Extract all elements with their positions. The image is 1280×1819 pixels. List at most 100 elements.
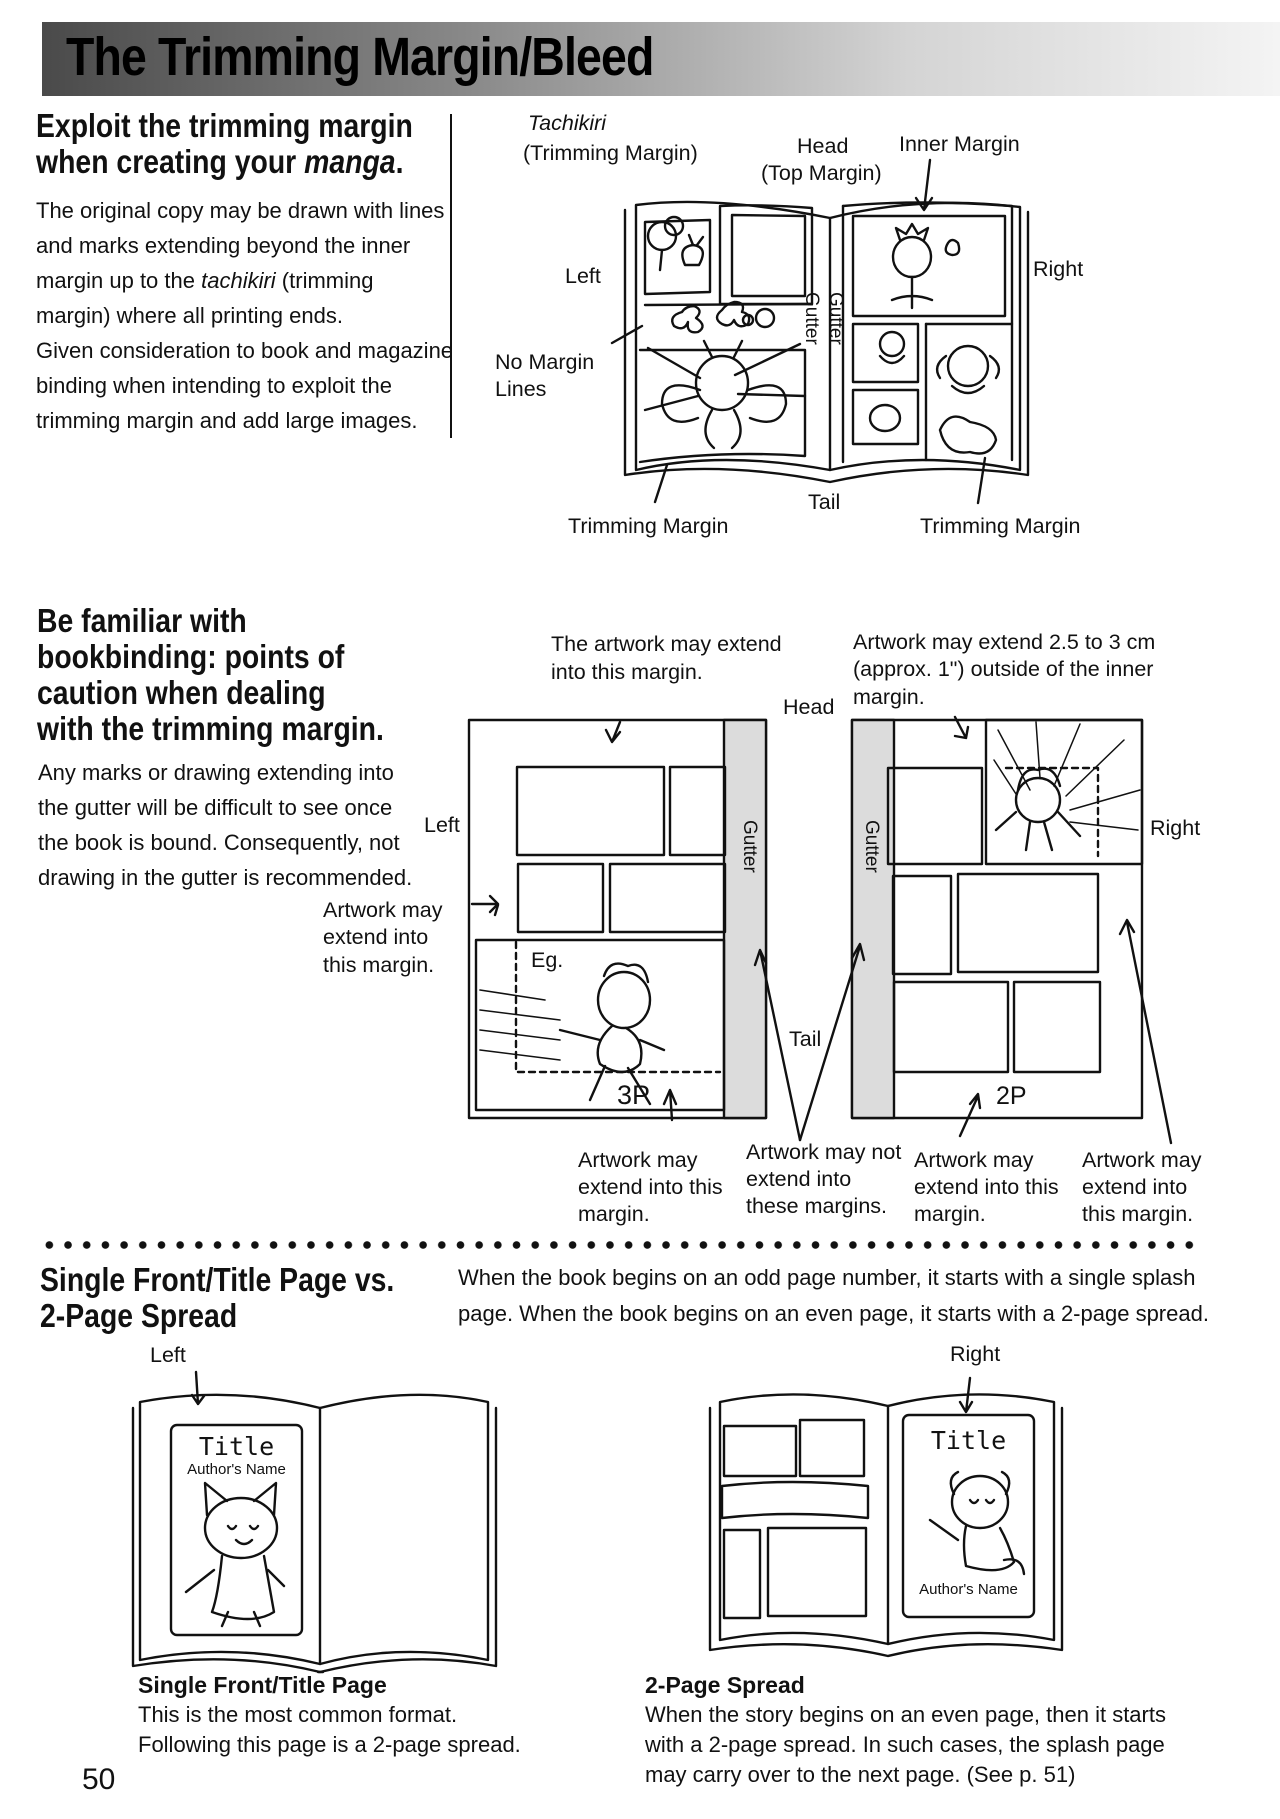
note-line: extend into this xyxy=(578,1175,723,1199)
gutter-label-right: Gutter xyxy=(825,292,846,345)
page-3p-diagram xyxy=(467,718,768,1122)
single-title-book xyxy=(131,1370,498,1674)
label-left: Left xyxy=(150,1343,186,1367)
body-line: the book is bound. Consequently, not xyxy=(38,830,400,855)
intro-line: page. When the book begins on an even pa… xyxy=(458,1301,1209,1326)
label-artwork-extend-1: The artwork may extend xyxy=(551,632,782,656)
label-right: Right xyxy=(1150,816,1201,840)
heading-line: caution when dealing xyxy=(37,674,326,711)
section3-heading: Single Front/Title Page vs. 2-Page Sprea… xyxy=(40,1262,452,1334)
body-line: margin) where all printing ends. xyxy=(36,298,453,333)
label-outer-extend-2: (approx. 1") outside of the inner xyxy=(853,657,1154,681)
body-line: and marks extending beyond the inner xyxy=(36,228,453,263)
caption-line: Following this page is a 2-page spread. xyxy=(138,1732,521,1757)
text: trimming margin and add large images. xyxy=(36,408,418,433)
section1-heading: Exploit the trimming margin when creatin… xyxy=(36,108,474,180)
bottom-note-1: Artwork may extend into this margin. xyxy=(578,1147,723,1228)
note-line: extend into xyxy=(746,1167,852,1191)
gutter-label-2p: Gutter xyxy=(861,820,882,873)
note-line: margin. xyxy=(914,1202,986,1226)
two-page-spread-book xyxy=(708,1376,1064,1658)
label-trimming-margin-left: Trimming Margin xyxy=(568,514,729,538)
text: binding when intending to exploit the xyxy=(36,373,392,398)
body-line: Any marks or drawing extending into xyxy=(38,760,394,785)
section1-heading-line2: when creating your manga. xyxy=(36,144,413,180)
label-eg: Eg. xyxy=(531,948,564,972)
gutter-label-left: Gutter xyxy=(801,292,822,345)
label-artwork-extend-2: into this margin. xyxy=(551,660,703,684)
label-trimming-margin-paren: (Trimming Margin) xyxy=(523,141,698,165)
caption-title: 2-Page Spread xyxy=(645,1672,805,1698)
heading-line: 2-Page Spread xyxy=(40,1297,238,1334)
book1-title: Title xyxy=(198,1432,275,1461)
label-inner-margin: Inner Margin xyxy=(899,132,1020,156)
note-line: margin. xyxy=(578,1202,650,1226)
open-book-diagram-1 xyxy=(610,158,1030,505)
note-line: Artwork may xyxy=(578,1148,698,1172)
label-tail: Tail xyxy=(808,490,841,514)
bottom-note-2: Artwork may not extend into these margin… xyxy=(746,1139,901,1220)
book1-author: Author's Name xyxy=(187,1461,286,1478)
bottom-note-3: Artwork may extend into this margin. xyxy=(914,1147,1059,1228)
section1-divider xyxy=(450,114,452,438)
heading-text: . xyxy=(395,143,404,180)
caption-line: This is the most common format. xyxy=(138,1702,458,1727)
heading-line: with the trimming margin. xyxy=(37,710,384,747)
heading-line: Be familiar with xyxy=(37,602,247,639)
heading-emphasis: manga xyxy=(304,143,396,180)
heading-line: Single Front/Title Page vs. xyxy=(40,1261,395,1298)
label-right: Right xyxy=(1033,257,1084,281)
dotted-divider xyxy=(40,1240,1195,1250)
note-line: these margins. xyxy=(746,1194,888,1218)
text: margin up to the xyxy=(36,268,202,293)
note-line: Artwork may xyxy=(1082,1148,1202,1172)
section1-heading-line1: Exploit the trimming margin xyxy=(36,107,413,144)
label-outer-extend-3: margin. xyxy=(853,685,925,709)
section1-body: The original copy may be drawn with line… xyxy=(36,193,453,438)
text: Given consideration to book and magazine xyxy=(36,338,454,363)
bottom-note-4: Artwork may extend into this margin. xyxy=(1082,1147,1201,1228)
section2-heading: Be familiar with bookbinding: points of … xyxy=(37,603,440,747)
label-tail: Tail xyxy=(789,1027,822,1051)
caption-two-page-spread: 2-Page Spread When the story begins on a… xyxy=(645,1670,1166,1790)
body-line: trimming margin and add large images. xyxy=(36,403,453,438)
label-head: Head xyxy=(783,695,835,719)
caption-line: with a 2-page spread. In such cases, the… xyxy=(645,1732,1165,1757)
body-line: the gutter will be difficult to see once xyxy=(38,795,393,820)
heading-text: when creating your xyxy=(36,143,305,180)
book2-author: Author's Name xyxy=(919,1581,1018,1598)
label-tachikiri: Tachikiri xyxy=(528,111,607,135)
caption-line: may carry over to the next page. (See p.… xyxy=(645,1762,1076,1787)
label-page-2p: 2P xyxy=(996,1082,1027,1110)
body-line: binding when intending to exploit the xyxy=(36,368,453,403)
book2-title: Title xyxy=(930,1426,1007,1455)
body-line: The original copy may be drawn with line… xyxy=(36,193,453,228)
note-line: this margin. xyxy=(1082,1202,1194,1226)
label-left: Left xyxy=(565,264,601,288)
caption-single-title: Single Front/Title Page This is the most… xyxy=(138,1670,521,1760)
section2-body: Any marks or drawing extending into the … xyxy=(38,755,412,895)
text: margin) where all printing ends. xyxy=(36,303,343,328)
note-line: extend into this xyxy=(914,1175,1059,1199)
note-line: Artwork may not xyxy=(746,1140,902,1164)
page-number: 50 xyxy=(82,1763,116,1796)
title-banner: The Trimming Margin/Bleed xyxy=(42,22,1280,96)
note-line: extend into xyxy=(1082,1175,1188,1199)
note-line: Artwork may xyxy=(914,1148,1034,1172)
body-line: margin up to the tachikiri (trimming xyxy=(36,263,453,298)
section3-intro: When the book begins on an odd page numb… xyxy=(458,1260,1209,1332)
label-top-margin: (Top Margin) xyxy=(761,161,882,185)
page-title: The Trimming Margin/Bleed xyxy=(66,27,654,87)
label-head: Head xyxy=(797,134,849,158)
label-no-margin-2: Lines xyxy=(495,377,547,401)
label-left: Left xyxy=(424,813,460,837)
text-emphasis: tachikiri xyxy=(201,268,276,293)
text: The original copy may be drawn with line… xyxy=(36,198,445,223)
label-no-margin-1: No Margin xyxy=(495,350,595,374)
caption-title: Single Front/Title Page xyxy=(138,1672,387,1698)
label-outer-extend-1: Artwork may extend 2.5 to 3 cm xyxy=(853,630,1156,654)
label-right: Right xyxy=(950,1342,1001,1366)
gutter-label-3p: Gutter xyxy=(739,820,760,873)
label-page-3p: 3P xyxy=(617,1080,651,1110)
text: (trimming xyxy=(275,268,374,293)
